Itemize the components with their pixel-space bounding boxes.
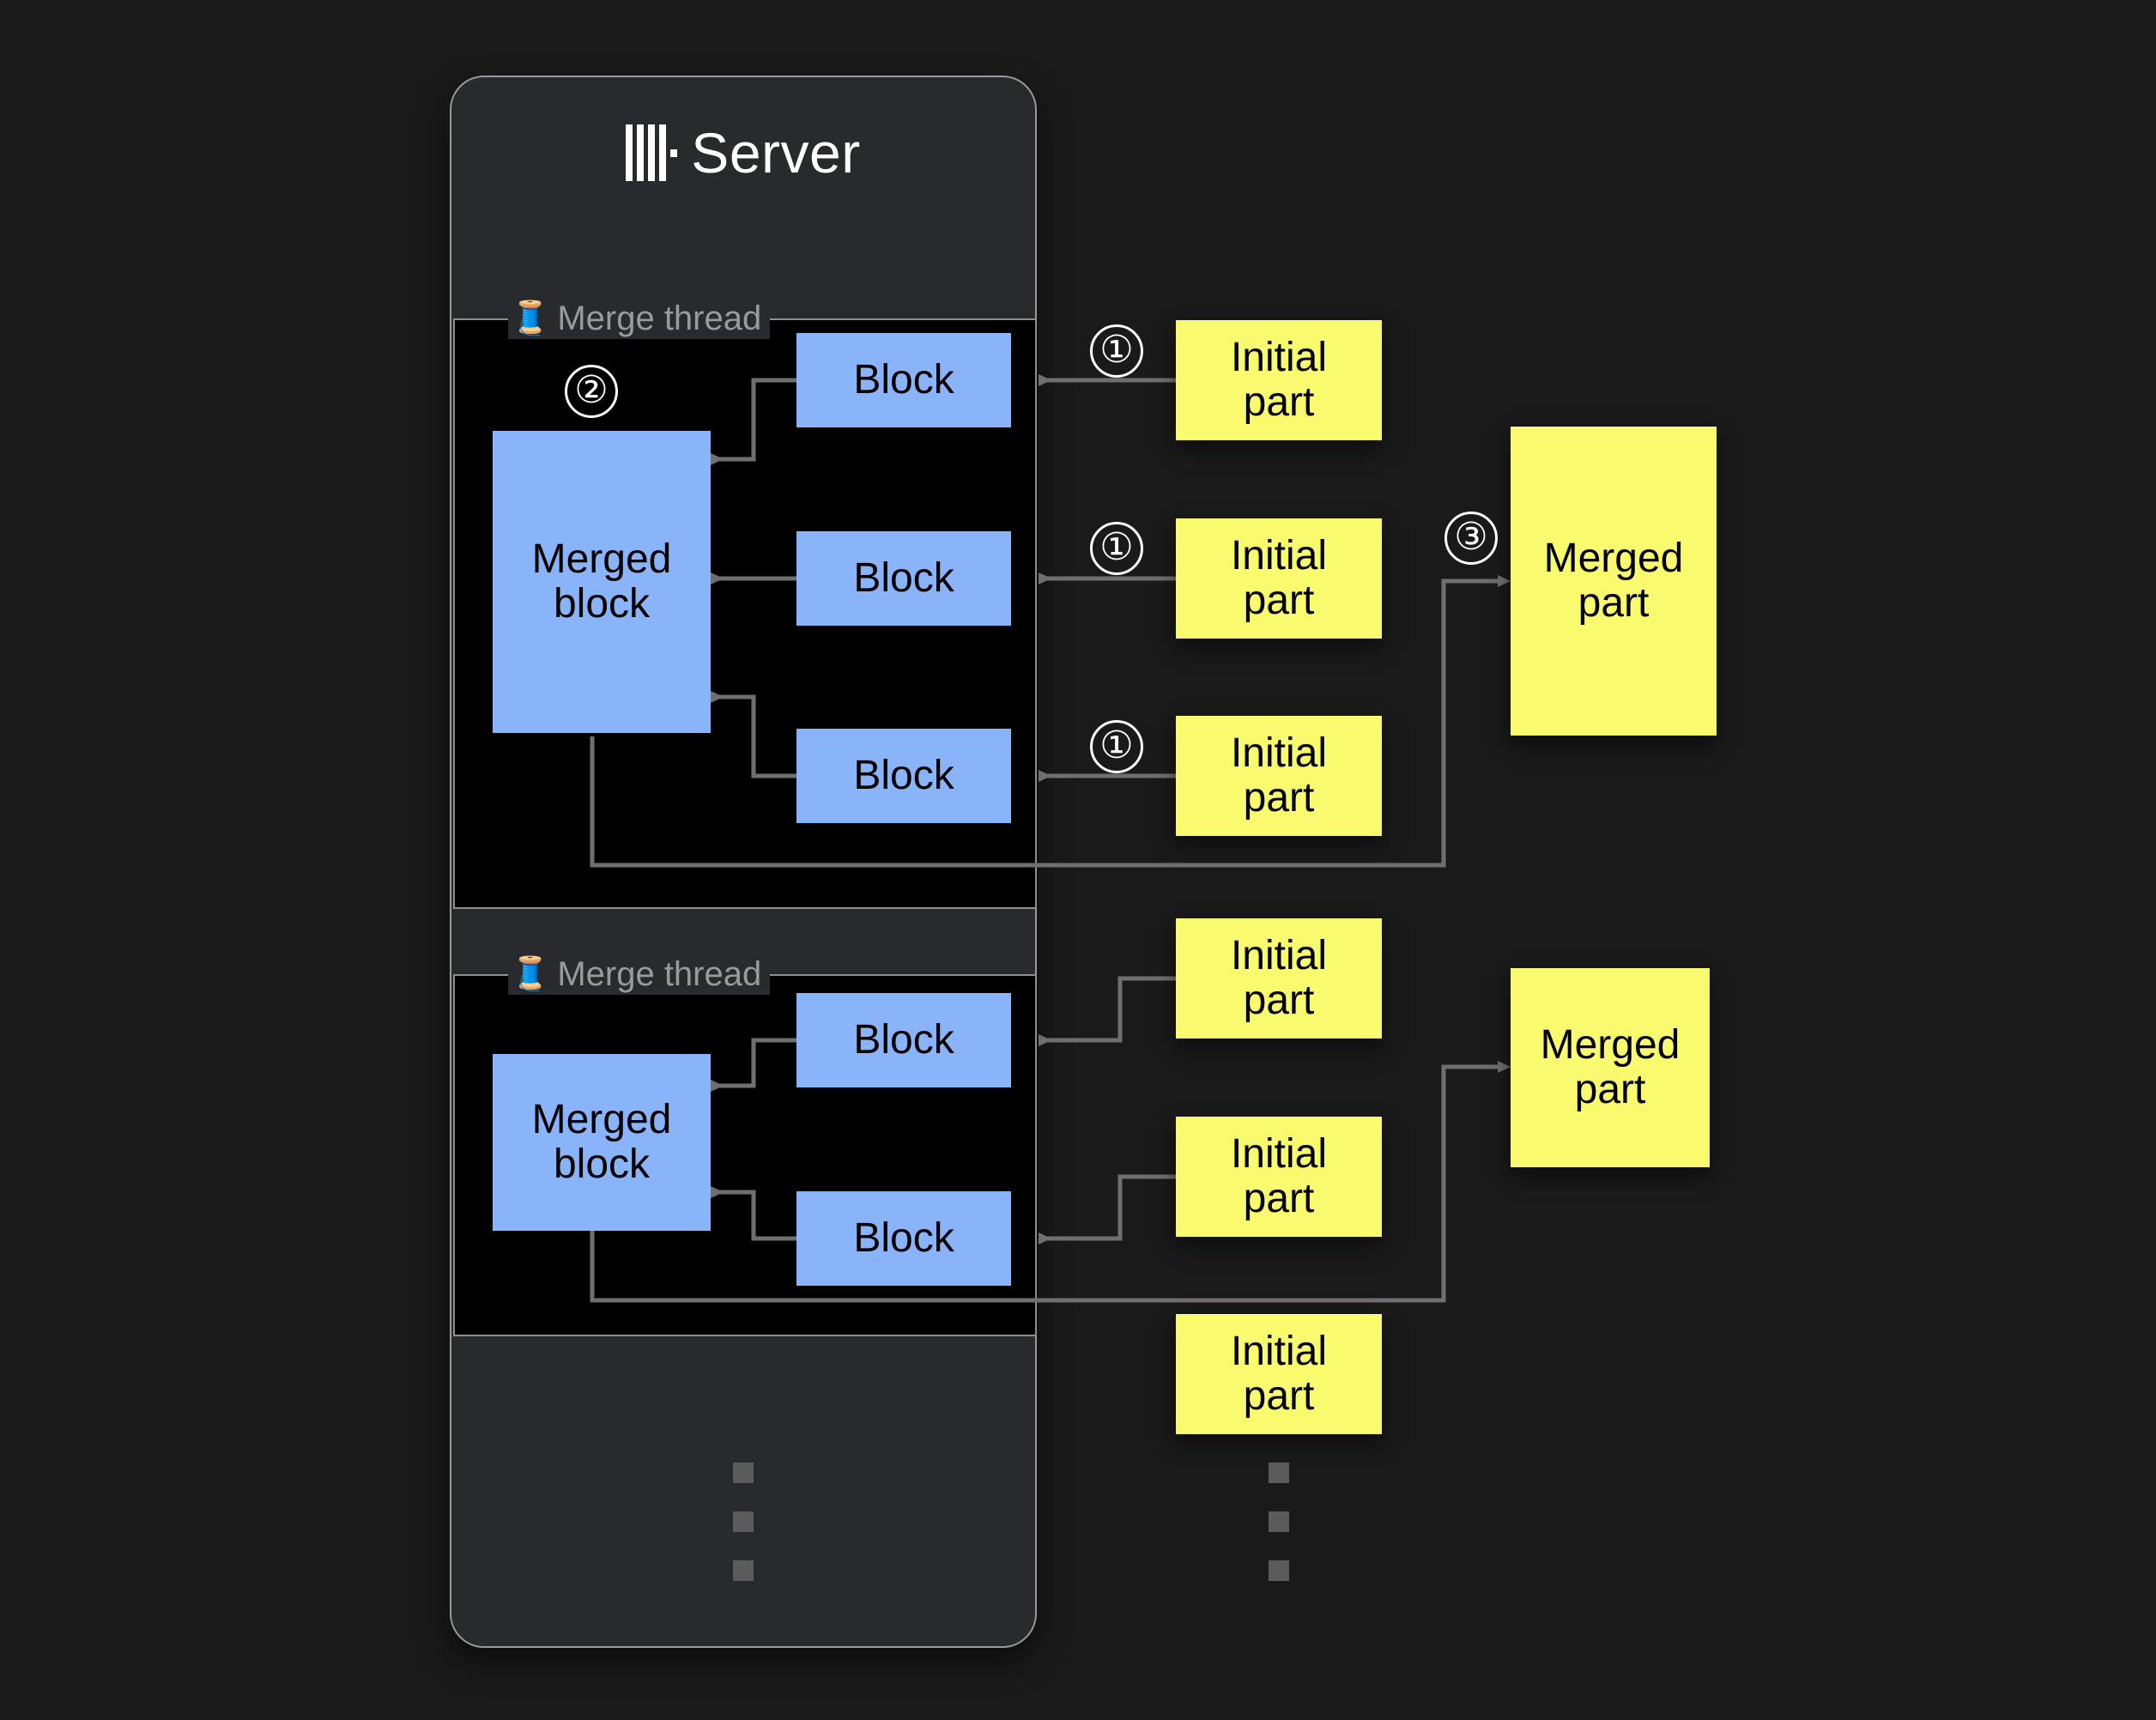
merge-thread-label-text: Merge thread: [557, 300, 762, 337]
initial-part-line2: part: [1243, 775, 1315, 821]
arrow-initial-to-block-2a: [1039, 976, 1176, 1046]
merged-part-line2: part: [1574, 1067, 1646, 1112]
initial-part-line2: part: [1243, 379, 1315, 425]
ellipsis-dot: [733, 1463, 754, 1483]
merge-thread-label-text: Merge thread: [557, 955, 762, 993]
parts-ellipsis: [1269, 1463, 1289, 1581]
step-marker-1b: ①: [1090, 522, 1143, 575]
merged-block-line2: block: [553, 1142, 651, 1187]
merged-block-line1: Merged: [531, 1097, 672, 1143]
block-box[interactable]: Block: [796, 1191, 1011, 1286]
initial-part-line2: part: [1243, 578, 1315, 623]
initial-part-line2: part: [1243, 1373, 1315, 1419]
ellipsis-dot: [733, 1560, 754, 1581]
ellipsis-dot: [1269, 1560, 1289, 1581]
initial-part-box[interactable]: Initial part: [1176, 716, 1382, 836]
server-title: Server: [450, 110, 1037, 196]
ellipsis-dot: [1269, 1511, 1289, 1532]
thread-spool-icon: 🧵: [510, 956, 551, 992]
arrow-initial-to-block-2b: [1039, 1174, 1176, 1245]
block-box[interactable]: Block: [796, 993, 1011, 1087]
initial-part-line1: Initial: [1230, 933, 1328, 979]
initial-part-box[interactable]: Initial part: [1176, 518, 1382, 639]
thread-spool-icon: 🧵: [510, 300, 551, 336]
initial-part-box[interactable]: Initial part: [1176, 320, 1382, 440]
server-ellipsis: [733, 1463, 754, 1581]
merged-part-line2: part: [1578, 580, 1650, 626]
initial-part-box[interactable]: Initial part: [1176, 1117, 1382, 1237]
merged-part-box[interactable]: Merged part: [1511, 968, 1710, 1167]
step-marker-2: ②: [565, 365, 618, 418]
merge-thread-label-2: 🧵 Merge thread: [508, 954, 771, 995]
ellipsis-dot: [733, 1511, 754, 1532]
arrow-block-to-merged-1c: [711, 691, 796, 778]
server-title-text: Server: [691, 121, 861, 185]
arrow-block-to-merged-1a: [711, 378, 796, 465]
initial-part-line1: Initial: [1230, 730, 1328, 777]
arrow-merged-block-to-merged-part-2: [590, 1061, 1511, 1303]
initial-part-line2: part: [1243, 1176, 1315, 1221]
step-marker-3: ③: [1444, 512, 1498, 565]
initial-part-line1: Initial: [1230, 1131, 1328, 1178]
initial-part-line1: Initial: [1230, 1329, 1328, 1375]
initial-part-line1: Initial: [1230, 533, 1328, 579]
merged-block-box[interactable]: Merged block: [493, 1054, 711, 1231]
initial-part-line1: Initial: [1230, 335, 1328, 381]
merged-block-line1: Merged: [531, 536, 672, 583]
arrow-merged-block-to-merged-part-1: [590, 575, 1511, 868]
merged-part-line1: Merged: [1540, 1022, 1681, 1069]
merged-block-line2: block: [553, 581, 651, 627]
merged-part-line1: Merged: [1543, 536, 1684, 582]
clickhouse-logo-icon: [626, 124, 678, 181]
block-box[interactable]: Block: [796, 729, 1011, 823]
initial-part-line2: part: [1243, 978, 1315, 1023]
initial-part-box[interactable]: Initial part: [1176, 918, 1382, 1039]
block-box[interactable]: Block: [796, 333, 1011, 427]
merge-thread-label-1: 🧵 Merge thread: [508, 298, 771, 339]
block-box[interactable]: Block: [796, 531, 1011, 626]
step-marker-1a: ①: [1090, 324, 1143, 378]
ellipsis-dot: [1269, 1463, 1289, 1483]
merged-block-box[interactable]: Merged block: [493, 431, 711, 733]
initial-part-box[interactable]: Initial part: [1176, 1314, 1382, 1434]
arrow-block-to-merged-2b: [711, 1186, 796, 1241]
merged-part-box[interactable]: Merged part: [1511, 427, 1717, 736]
step-marker-1c: ①: [1090, 720, 1143, 773]
arrow-block-to-merged-2a: [711, 1038, 796, 1092]
